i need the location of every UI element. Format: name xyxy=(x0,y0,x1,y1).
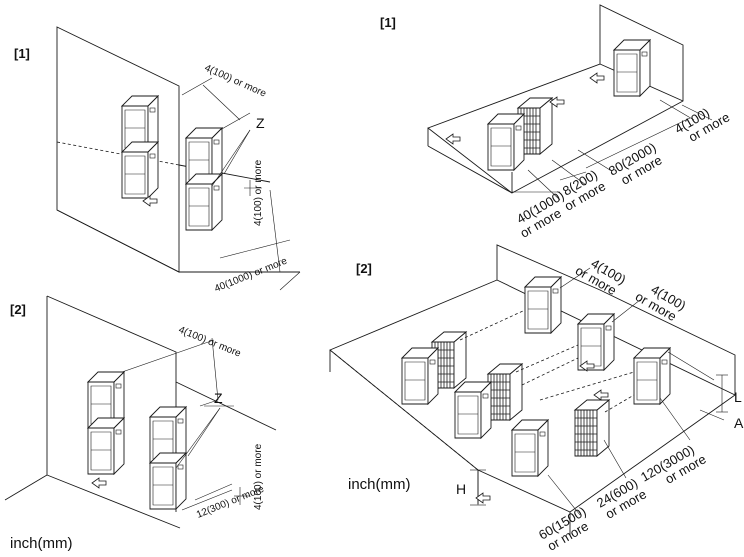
clearance-dimension-front: 40(1000) or more xyxy=(213,255,289,294)
outdoor-unit-icon xyxy=(577,313,615,371)
outdoor-unit-grille-icon xyxy=(574,399,610,457)
airflow-arrow-icon xyxy=(91,477,107,489)
unit-label: inch(mm) xyxy=(348,476,411,493)
outdoor-unit-grille-icon xyxy=(487,363,523,421)
back-wall xyxy=(56,26,180,273)
outdoor-unit-icon xyxy=(633,347,671,405)
marker-z: Z xyxy=(256,115,265,131)
panel-label: [1] xyxy=(380,15,396,30)
outdoor-unit-icon xyxy=(524,276,562,334)
floor-edge xyxy=(56,209,300,273)
outdoor-unit-icon xyxy=(185,173,223,231)
unit-label: inch(mm) xyxy=(10,535,73,552)
panel-label: [1] xyxy=(14,46,30,61)
diagram-top-right: [1] 40(1000) or more 8(200) or more 80(2… xyxy=(380,4,732,241)
floor-and-wall xyxy=(329,244,736,513)
airflow-arrow-icon xyxy=(593,389,609,401)
clearance-dimension-side: 4(100) or more xyxy=(253,159,264,226)
outdoor-unit-icon xyxy=(613,39,651,97)
airflow-arrow-icon xyxy=(589,72,605,84)
height-label-l: L xyxy=(734,389,742,405)
height-label-h: H xyxy=(456,481,466,497)
outdoor-unit-icon xyxy=(121,141,159,199)
clearance-dimension-side: 4(100) or more xyxy=(253,443,264,510)
outdoor-unit-icon xyxy=(454,381,492,439)
outdoor-unit-icon xyxy=(487,113,525,171)
panel-label: [2] xyxy=(10,302,26,317)
panel-label: [2] xyxy=(356,261,372,276)
height-label-a: A xyxy=(734,415,744,431)
marker-z: Z xyxy=(214,390,223,406)
outdoor-unit-icon xyxy=(511,419,549,477)
airflow-arrow-icon xyxy=(445,133,461,145)
diagram-bottom-right: [2] 4(100) or more 4(100) or more 60(150… xyxy=(329,244,744,554)
clearance-dimension-top: 4(100) or more xyxy=(177,325,243,360)
diagram-bottom-left: [2] 4(100) or more Z 4(100) or more 12(3… xyxy=(4,295,277,552)
outdoor-unit-icon xyxy=(401,347,439,405)
outdoor-unit-icon xyxy=(87,417,125,475)
diagram-top-left: [1] 4(100) or more Z 4(100) or more 40(1… xyxy=(14,26,301,295)
